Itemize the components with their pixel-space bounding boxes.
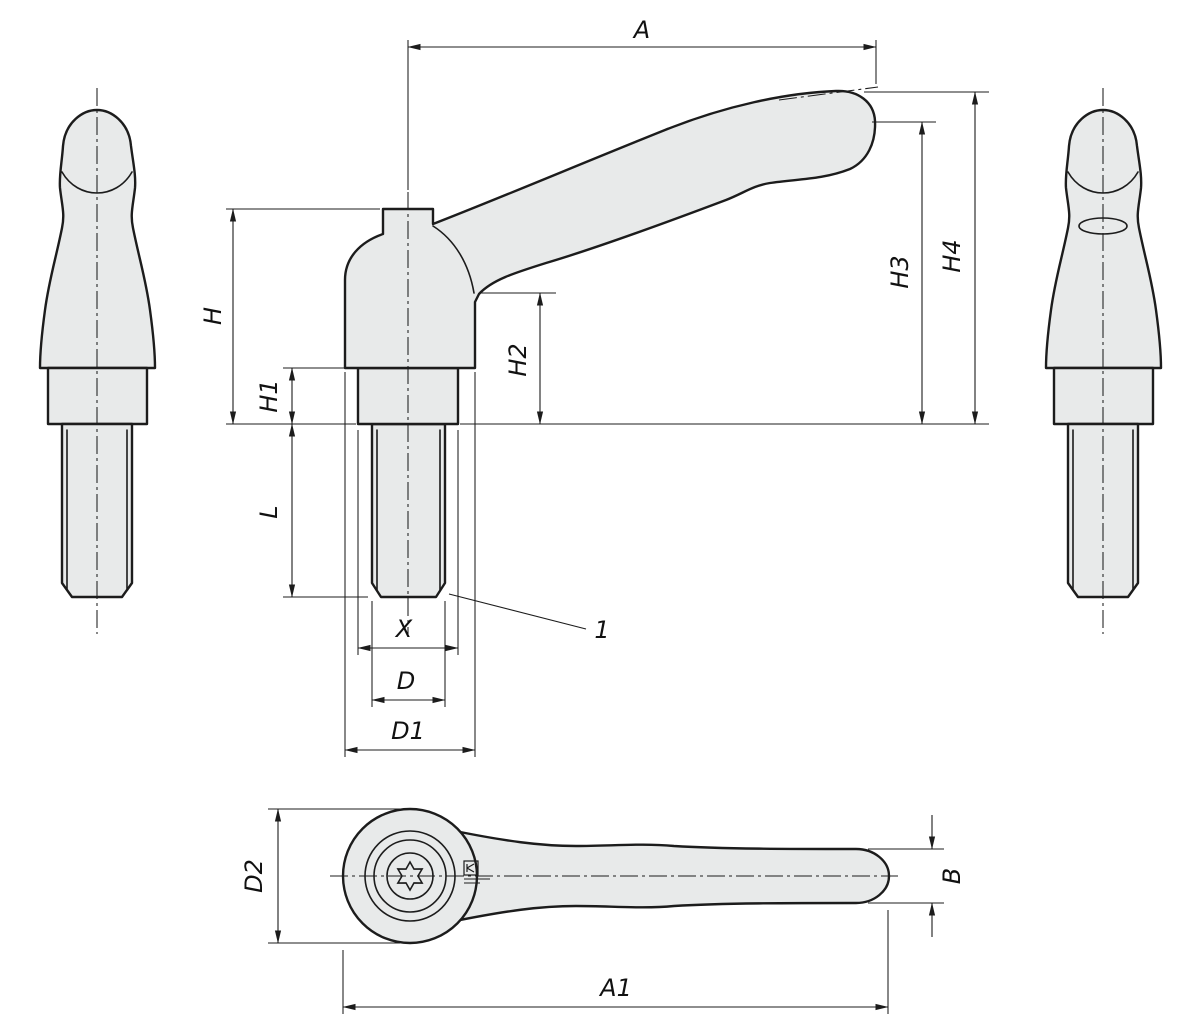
manufacturer-logo: [463, 860, 490, 884]
extension-lines: [268, 808, 944, 1014]
front-view-left: [38, 88, 157, 634]
dim-label-x: X: [394, 615, 413, 643]
dim-label-h4: H4: [938, 239, 966, 272]
dim-label-l: L: [255, 505, 283, 518]
callout-leader-line: [448, 593, 587, 630]
extension-lines: [226, 40, 989, 757]
lever-body-outline: [343, 89, 877, 370]
top-view: [330, 807, 898, 945]
front-view-right: [1044, 86, 1163, 636]
dim-label-b: B: [938, 868, 966, 884]
dim-label-h3: H3: [886, 255, 914, 288]
top-view-dimensions: D2 B A1: [240, 808, 966, 1014]
dim-label-d1: D1: [391, 717, 425, 745]
dim-label-d2: D2: [240, 859, 268, 893]
side-view-dimensions: A H H1 L H2 H3 H4 X D D1 1: [199, 16, 989, 757]
dim-label-h1: H1: [255, 379, 283, 412]
dim-label-d: D: [397, 667, 415, 695]
torx-socket: [396, 860, 424, 892]
thread-lines: [376, 429, 441, 591]
dim-label-a1: A1: [598, 974, 632, 1002]
callout-1-label: 1: [594, 616, 609, 644]
hole-contour-ellipse: [1078, 217, 1128, 235]
side-view: [343, 86, 879, 634]
dim-label-h: H: [199, 307, 227, 325]
dim-label-a: A: [632, 16, 650, 44]
hub-edge-line: [432, 225, 475, 294]
dim-label-h2: H2: [504, 343, 532, 376]
phantom-line: [778, 86, 879, 101]
thread-lines: [66, 429, 128, 590]
